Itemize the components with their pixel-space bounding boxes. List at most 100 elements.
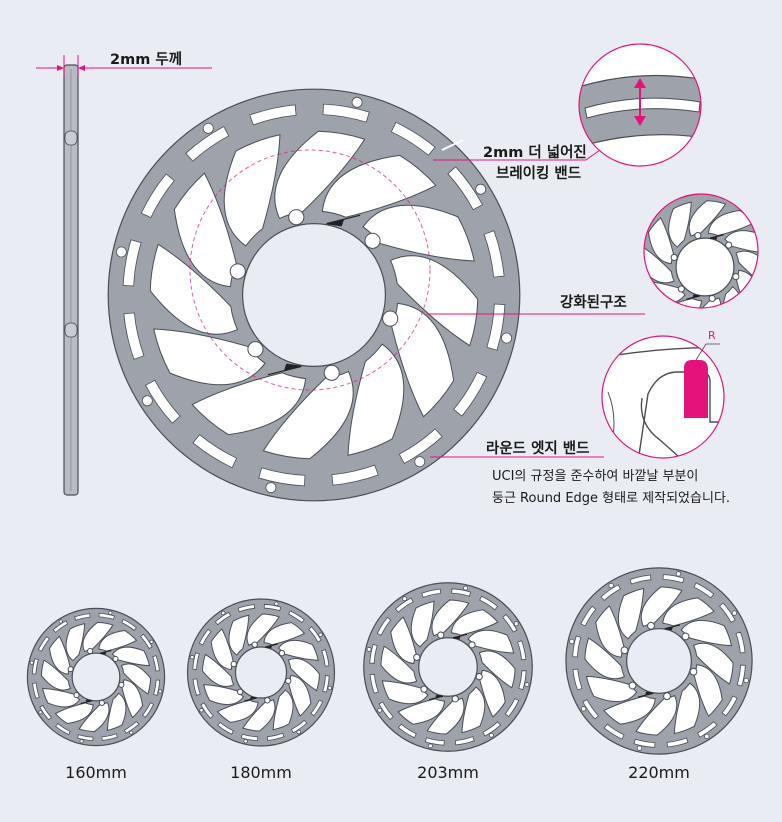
rotor-slot [289,611,305,623]
rotor-bolt-hole [88,649,93,654]
rotor-bolt-hole [690,668,697,675]
braking-band-label-1: 2mm 더 넓어진 [483,145,587,161]
rotor-perimeter-hole [159,690,162,693]
rotor-window [41,660,70,690]
rotor-slot [379,702,393,720]
rotor-perimeter-hole [570,639,575,644]
rotor-slot [146,380,181,423]
rotor-perimeter-hole [403,597,407,601]
rotor-window [150,244,237,334]
rotor-window [391,256,478,346]
rotor-bolt-hole [279,650,284,655]
rotor-window [288,658,319,690]
rotor-bolt-hole [74,693,79,698]
size-label-203: 203mm [417,763,479,782]
rotation-arrow-icon [245,697,257,701]
rotor-slot [370,674,378,693]
rotor-bolt-hole [476,674,482,680]
rotor-perimeter-hole [352,97,362,107]
rotor-window [66,624,85,661]
rotor-bolt-hole [671,254,677,260]
rotor-window [229,615,249,655]
rotor-slot [38,637,49,652]
rotor-slot [75,614,90,621]
rotor-slot [122,619,137,630]
rotor-slot [291,720,306,732]
rotor-slot [154,680,160,695]
rotor-slot [241,734,258,740]
rotor-window [224,135,280,246]
rotor-window [154,329,265,385]
rotor-slot [759,215,762,232]
rotor-window [381,646,417,683]
rotor-slot [323,676,329,693]
rotor-slot [398,724,416,737]
rotor-window [604,696,655,724]
braking-band-detail [578,43,702,167]
rotor-slot [40,705,52,719]
rotor-perimeter-hole [660,197,664,201]
rotor-perimeter-hole [109,611,112,614]
rotor-perimeter-hole [190,655,194,659]
reinforced-label: 강화된구조 [560,295,627,311]
rotor-slot [141,634,153,648]
rotor-slot [634,739,655,747]
rotor-perimeter-hole [203,123,213,133]
rotor-slot [267,733,284,740]
rotor-slot [391,122,435,155]
rotor-perimeter-hole [476,184,486,194]
rotor-window [122,664,151,694]
rotor-perimeter-hole [676,572,681,577]
rotor-slot [722,696,737,716]
rotor-slot [143,703,154,718]
rotor-perimeter-hole [609,583,614,588]
rotor-perimeter-hole [221,611,225,615]
rotor-window [618,589,643,639]
rotor-perimeter-hole [378,708,382,712]
rotor-perimeter-hole [275,602,279,606]
rotor-perimeter-hole [581,707,586,712]
rotor-slot [199,629,211,645]
rotor-perimeter-hole [142,396,152,406]
rotor-perimeter-hole [59,620,62,623]
rotor-bolt-hole [230,264,245,279]
rotation-arrow-icon [429,695,443,699]
rotor-slot [448,167,483,210]
rotor-bolt-hole [286,678,291,683]
rotor-slot [601,585,620,601]
rotor-bolt-hole [237,689,242,694]
rotor-slot [193,653,199,670]
rotor-window [322,155,435,217]
rotor-slot [604,724,624,739]
rotor-perimeter-hole [116,247,126,257]
main-rotor [104,80,524,510]
rotor-bolt-hole [678,286,684,292]
rotor-perimeter-hole [200,708,204,712]
rotor-slot [123,240,141,286]
rotor-slot [425,738,444,745]
rotor-slot [124,722,138,734]
rotor-slot [505,699,518,717]
rotor-window [192,373,305,435]
rotor-slot [454,372,487,416]
rotor-perimeter-hole [415,457,425,467]
round-edge-detail [601,335,725,459]
rotor-bolt-hole [629,682,636,689]
rotation-arrow-icon [686,295,700,299]
rotor-window [411,601,434,647]
rotation-arrow-icon [268,364,302,375]
rotor-perimeter-hole [514,622,518,626]
rotor-window [674,683,699,733]
rotor-window [392,303,454,416]
rotor-220 [562,566,756,756]
thickness-label: 2mm 두께 [110,52,183,68]
rotation-arrow-icon [81,700,92,704]
rotation-arrow-icon [638,692,653,697]
rotor-bolt-hole [248,342,263,357]
rotor-slot [250,105,296,125]
rotor-bolt-hole [726,242,732,248]
rotor-bolt-hole [664,693,671,700]
rotor-bolt-hole [414,654,420,660]
rotor-window [736,251,758,287]
